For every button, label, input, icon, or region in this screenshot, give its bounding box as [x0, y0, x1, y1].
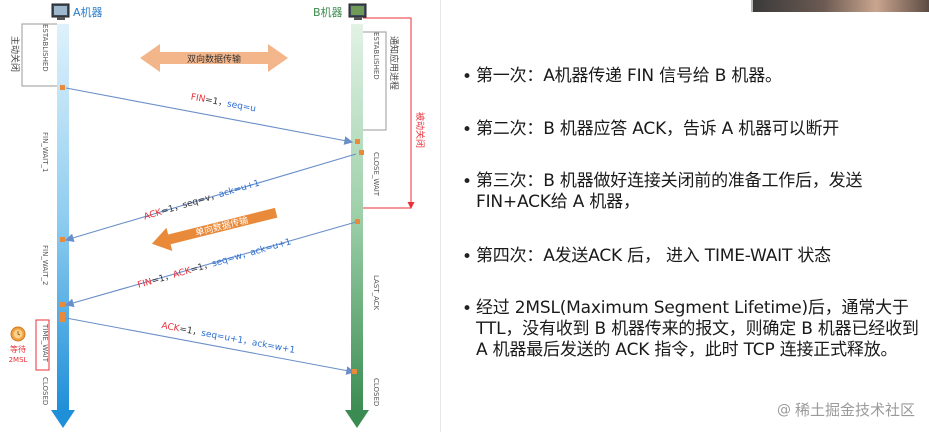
marker-b-4 — [352, 369, 357, 374]
panel-divider — [440, 0, 441, 432]
passive-close-label: 被动关闭 — [414, 112, 426, 148]
b-state-established: ESTABLISHED — [372, 32, 380, 80]
message-arrow-3 — [64, 221, 357, 308]
message-arrow-2 — [64, 153, 357, 243]
presenter-video-thumbnail — [751, 0, 929, 12]
marker-a-3 — [60, 302, 65, 307]
message-4-label: ACK=1，seq=u+1，ack=w+1 — [161, 321, 296, 356]
active-close-bracket — [21, 23, 57, 87]
b-state-last-ack: LAST_ACK — [372, 275, 380, 311]
host-b-label: B机器 — [313, 5, 343, 19]
computer-b-icon — [348, 3, 367, 20]
watermark: @ 稀土掘金技术社区 — [777, 399, 915, 420]
wait-label: 等待 — [10, 344, 26, 354]
marker-a-2 — [60, 237, 65, 242]
watermark-text: 稀土掘金技术社区 — [794, 401, 915, 419]
bullet-step-2: • 第二次：B 机器应答 ACK，告诉 A 机器可以断开 — [462, 119, 840, 140]
message-arrow-1 — [65, 87, 354, 145]
marker-b-2 — [359, 150, 364, 155]
time-wait-box — [35, 319, 50, 371]
a-state-established: ESTABLISHED — [41, 24, 49, 72]
marker-b-3 — [355, 219, 360, 224]
bullet-step-3: • 第三次：B 机器做好连接关闭前的准备工作后，发送FIN+ACK给 A 机器， — [462, 171, 863, 212]
message-arrow-4 — [65, 317, 356, 375]
lifeline-a — [51, 24, 75, 428]
active-close-label: 主动关闭 — [9, 36, 21, 72]
passive-close-bracket — [363, 17, 412, 209]
svg-text:双向数据传输: 双向数据传输 — [187, 53, 241, 65]
marker-a-4 — [59, 312, 65, 322]
a-state-time-wait: TIME_WAIT — [41, 323, 49, 363]
a-state-closed: CLOSED — [41, 377, 49, 405]
a-state-fin-wait-2: FIN_WAIT_2 — [41, 245, 49, 285]
bidirectional-data-banner: 双向数据传输 — [140, 44, 288, 72]
svg-text:单向数据传输: 单向数据传输 — [194, 214, 249, 239]
wait-time-label: 2MSL — [9, 356, 28, 364]
host-a-label: A机器 — [73, 5, 103, 19]
bullet-step-5: • 经过 2MSL(Maximum Segment Lifetime)后，通常大… — [462, 298, 919, 360]
message-1-label: FIN=1，seq=u — [190, 92, 257, 114]
notify-app-label: 通知应用进程 — [388, 36, 400, 90]
clock-icon — [10, 326, 26, 342]
bullet-step-4: • 第四次：A发送ACK 后， 进入 TIME-WAIT 状态 — [462, 246, 831, 267]
bullet-step-1: • 第一次：A机器传递 FIN 信号给 B 机器。 — [462, 66, 782, 87]
at-icon: @ — [776, 401, 791, 418]
notify-bracket — [363, 31, 387, 131]
b-state-close-wait: CLOSE_WAIT — [372, 152, 380, 197]
a-state-fin-wait-1: FIN_WAIT_1 — [41, 132, 49, 172]
lifeline-b — [345, 24, 369, 428]
marker-a-1 — [60, 85, 65, 90]
marker-b-1 — [355, 139, 360, 144]
b-state-closed: CLOSED — [372, 378, 380, 406]
tcp-four-way-handshake-diagram: A机器 B机器 主动关闭 ESTABLISHED FIN_WAIT_1 FIN_… — [9, 3, 426, 428]
computer-a-icon — [51, 3, 70, 20]
